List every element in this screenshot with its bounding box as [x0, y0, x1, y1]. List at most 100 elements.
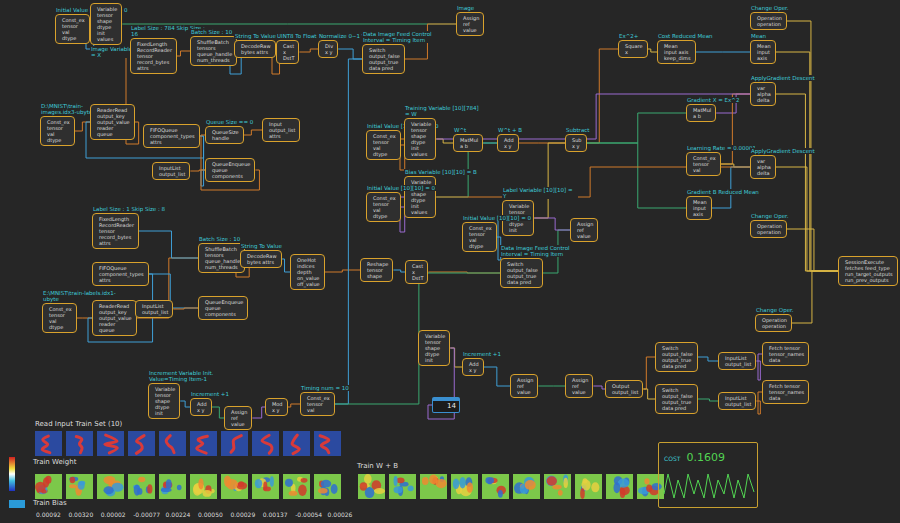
- operation-node: Batch Size : 10ShuffleBatch tensors queu…: [190, 36, 237, 66]
- node-caption: Subtract: [565, 127, 590, 133]
- heatmap-blob: [270, 476, 274, 487]
- panel-title: Read Input Train Set (10): [35, 420, 122, 428]
- bias-value: 0.00029: [230, 511, 255, 518]
- operation-node: QueueEnqueue queue components: [205, 158, 255, 182]
- node-text: QueueEnqueue queue components: [205, 299, 243, 317]
- heatmap-blob: [177, 485, 182, 490]
- bias-value: -0.00054: [295, 511, 322, 518]
- operation-node: Learning Rate = 0.00001Const_ex tensor v…: [686, 152, 721, 176]
- bias-value: 0.00050: [198, 511, 223, 518]
- operation-node: W^t + BAdd x y: [497, 134, 519, 152]
- weight-map: [283, 474, 310, 499]
- operation-node: Input output_list attrs: [262, 118, 300, 142]
- wire: [787, 21, 838, 271]
- node-text: Cast x DstT: [412, 263, 423, 281]
- wire: [180, 401, 190, 407]
- operation-node: D:\MNIST\train-images.idx3-ubyteConst_ex…: [40, 116, 75, 146]
- heatmap-blob: [546, 476, 557, 486]
- heatmap-blob: [644, 478, 649, 484]
- node-caption: String To Value: [240, 243, 283, 249]
- operation-node: ReaderRead output_key output_value reade…: [90, 104, 135, 140]
- wire: [787, 229, 838, 271]
- heatmap-blob: [646, 485, 652, 493]
- heatmap-tile: [221, 474, 248, 499]
- wire: [696, 52, 750, 53]
- heatmap-blob: [546, 476, 557, 485]
- node-text: Reshape tensor shape: [367, 261, 388, 279]
- node-text: MatMul a b: [460, 137, 478, 149]
- digit-tile: [128, 431, 155, 456]
- node-text: Sub x y: [572, 137, 582, 149]
- heatmap-blob: [198, 478, 203, 489]
- operation-node: Queue Size == 0QueueSize handle: [205, 126, 244, 144]
- operation-node: ApplyGradient Descentvar alpha delta: [750, 155, 776, 179]
- wire: [534, 143, 565, 218]
- panel-title: Train Weight: [33, 458, 76, 466]
- wire: [338, 49, 362, 59]
- heatmap-blob: [580, 488, 585, 499]
- digit-sample: [35, 431, 62, 456]
- digit-tile: [252, 431, 279, 456]
- node-caption: ApplyGradient Descent: [750, 148, 816, 154]
- node-text: ReaderRead output_key output_value reade…: [99, 303, 132, 333]
- operation-node: Bias Variable [10][10] = BVariable tenso…: [404, 176, 436, 218]
- node-text: Const_ex tensor val dtype: [373, 133, 396, 157]
- heatmap-blob: [498, 490, 503, 498]
- heatmap-blob: [525, 480, 536, 490]
- digit-tile: [221, 431, 248, 456]
- operation-node: FIFOQueue component_types attrs: [143, 124, 200, 148]
- operation-node: Initial Value [10][784] = 0Const_ex tens…: [366, 130, 401, 160]
- heatmap-blob: [104, 486, 114, 494]
- heatmap-blob: [422, 477, 429, 485]
- heatmap-blob: [613, 482, 620, 493]
- operation-node: Output output_list: [605, 380, 643, 398]
- digit-sample: [66, 431, 93, 456]
- wire: [450, 348, 462, 367]
- node-text: Output output_list: [612, 383, 638, 395]
- heatmap-blob: [263, 481, 267, 490]
- heatmap-tile: [314, 474, 341, 499]
- digit-sample: [221, 431, 248, 456]
- node-text: Mean input axis keep_dims: [664, 43, 691, 61]
- node-caption: Change Oper.: [750, 5, 790, 11]
- wire: [721, 94, 750, 164]
- node-text: Switch output_false output_true data pre…: [662, 387, 693, 411]
- node-text: ReaderRead output_key output_value reade…: [97, 107, 130, 137]
- node-text: Operation operation: [762, 317, 787, 329]
- weight-bias-map: [606, 474, 633, 499]
- wire: [538, 386, 565, 387]
- operation-node: Data Image Feed Control Interval = Timin…: [500, 258, 543, 288]
- digit-tile: [66, 431, 93, 456]
- wire: [648, 49, 657, 52]
- heatmap-blob: [238, 481, 244, 487]
- operation-node: Switch output_false output_true data pre…: [655, 384, 698, 414]
- operation-node: OneHot indices depth on_value off_value: [290, 254, 325, 290]
- heatmap-blob: [467, 482, 473, 492]
- heatmap-blob: [285, 479, 293, 487]
- heatmap-blob: [43, 477, 49, 487]
- operation-node: Reshape tensor shape: [360, 258, 393, 282]
- node-caption: Ex^2+: [618, 33, 639, 39]
- wire: [436, 94, 750, 139]
- bias-value: 0.00002: [101, 511, 126, 518]
- operation-node: Mod x y: [265, 398, 288, 416]
- heatmap-blob: [374, 488, 385, 494]
- digit-tile: [159, 431, 186, 456]
- node-caption: Initial Value [10][10] = 0: [462, 215, 532, 221]
- node-text: InputList output_list: [159, 165, 185, 177]
- bias-swatch: [9, 500, 25, 508]
- operation-node: SubtractSub x y: [565, 134, 587, 152]
- node-text: Assign ref value: [577, 221, 593, 239]
- heatmap-blob: [226, 479, 238, 490]
- color-scale: [9, 457, 15, 491]
- operation-node: String To ValueDecodeRaw bytes attrs: [234, 40, 276, 58]
- node-caption: Increment +1: [462, 351, 502, 357]
- node-text: var alpha delta: [757, 158, 771, 176]
- node-text: Const_ex tensor val dtype: [469, 225, 492, 249]
- operation-node: Initial Value [10][10] = 0Const_ex tenso…: [366, 192, 401, 222]
- operation-node: InputList output_list: [152, 162, 190, 180]
- cost-curve: [664, 474, 754, 498]
- weight-bias-map: [358, 474, 385, 499]
- node-caption: Learning Rate = 0.00001: [686, 145, 757, 151]
